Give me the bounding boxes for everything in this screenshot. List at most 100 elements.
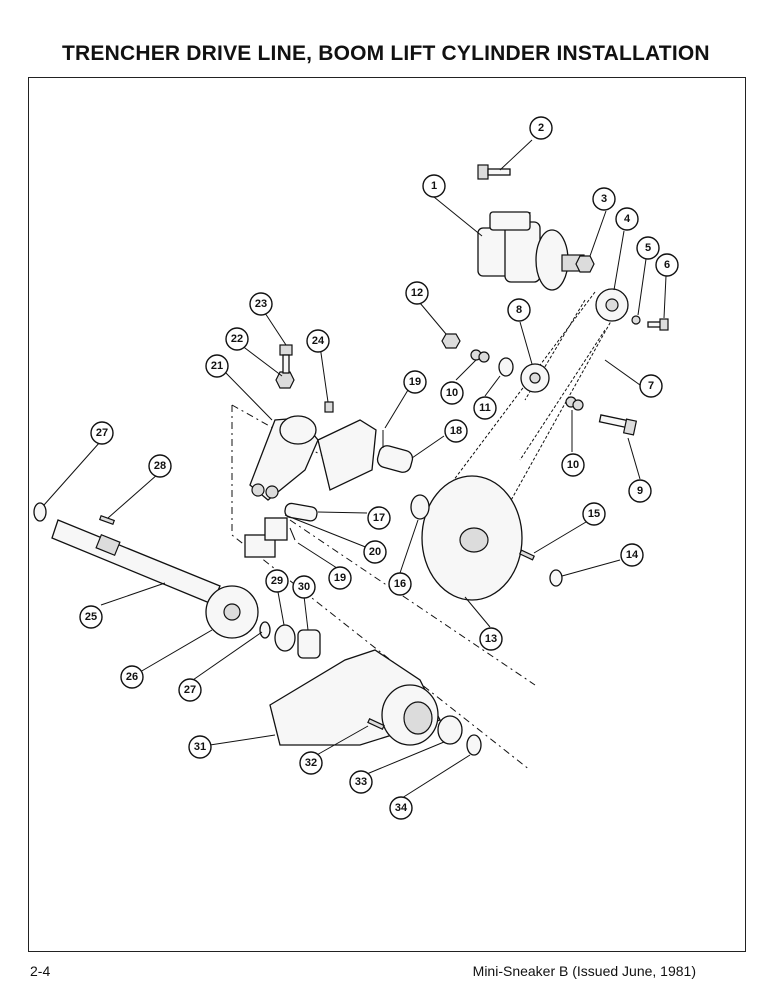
svg-text:14: 14 xyxy=(626,549,639,561)
callout-18: 18 xyxy=(444,419,468,443)
svg-text:10: 10 xyxy=(446,387,458,399)
seal-33 xyxy=(437,715,463,745)
callout-34: 34 xyxy=(389,796,413,820)
callout-17: 17 xyxy=(367,506,391,530)
washer-10d xyxy=(572,399,584,411)
svg-text:27: 27 xyxy=(184,684,196,696)
page-title: TRENCHER DRIVE LINE, BOOM LIFT CYLINDER … xyxy=(62,42,710,65)
callout-6: 6 xyxy=(655,253,679,277)
drive-sprocket-4 xyxy=(595,288,629,322)
boom-lift-arm-21 xyxy=(249,415,377,501)
callout-9: 9 xyxy=(628,479,652,503)
svg-text:24: 24 xyxy=(312,335,325,347)
drive-shaft-25 xyxy=(51,519,221,605)
nut-22 xyxy=(275,371,295,389)
svg-text:19: 19 xyxy=(334,572,346,584)
callout-26: 26 xyxy=(120,665,144,689)
callout-28: 28 xyxy=(148,454,172,478)
svg-text:2: 2 xyxy=(538,122,544,134)
snap-ring-14 xyxy=(549,569,563,587)
nut-12 xyxy=(441,333,461,349)
washer-5 xyxy=(631,315,641,325)
svg-text:28: 28 xyxy=(154,460,166,472)
bushing-16 xyxy=(410,494,430,520)
svg-text:4: 4 xyxy=(624,213,631,225)
svg-text:5: 5 xyxy=(645,242,651,254)
callout-4: 4 xyxy=(615,207,639,231)
svg-text:15: 15 xyxy=(588,508,600,520)
snap-ring-34 xyxy=(466,734,482,756)
callout-19-b: 19 xyxy=(328,566,352,590)
boom-housing-31 xyxy=(269,649,441,746)
callout-23: 23 xyxy=(249,292,273,316)
pin-17 xyxy=(284,502,318,522)
callout-27-a: 27 xyxy=(90,421,114,445)
needle-bearing-30 xyxy=(297,629,321,659)
callout-19-a: 19 xyxy=(403,370,427,394)
svg-text:9: 9 xyxy=(637,485,643,497)
svg-text:1: 1 xyxy=(431,180,437,192)
key-15 xyxy=(519,549,535,561)
bolt-23 xyxy=(279,344,293,374)
svg-text:8: 8 xyxy=(516,304,522,316)
svg-text:25: 25 xyxy=(85,611,97,623)
callout-29: 29 xyxy=(265,569,289,593)
bracket-20 xyxy=(244,517,288,558)
svg-text:16: 16 xyxy=(394,578,406,590)
callout-11: 11 xyxy=(473,396,497,420)
svg-text:3: 3 xyxy=(601,193,607,205)
svg-text:33: 33 xyxy=(355,776,367,788)
svg-text:7: 7 xyxy=(648,380,654,392)
svg-text:21: 21 xyxy=(211,360,223,372)
callout-24: 24 xyxy=(306,329,330,353)
bolt-6 xyxy=(647,318,669,331)
svg-text:23: 23 xyxy=(255,298,267,310)
nut-3 xyxy=(575,255,595,273)
grease-fitting-24 xyxy=(324,401,334,413)
publication-info: Mini-Sneaker B (Issued June, 1981) xyxy=(472,963,696,979)
svg-text:20: 20 xyxy=(369,546,381,558)
hydraulic-motor xyxy=(477,211,585,291)
svg-text:29: 29 xyxy=(271,575,283,587)
svg-text:19: 19 xyxy=(409,376,421,388)
svg-text:6: 6 xyxy=(664,259,670,271)
svg-text:32: 32 xyxy=(305,757,317,769)
svg-text:12: 12 xyxy=(411,287,423,299)
callout-12: 12 xyxy=(405,281,429,305)
callout-7: 7 xyxy=(639,374,663,398)
large-sprocket-13 xyxy=(421,475,523,601)
callout-21: 21 xyxy=(205,354,229,378)
sprocket-26 xyxy=(205,585,259,639)
callout-25: 25 xyxy=(79,605,103,629)
callout-27-b: 27 xyxy=(178,678,202,702)
callout-1: 1 xyxy=(422,174,446,198)
callout-14: 14 xyxy=(620,543,644,567)
callout-2: 2 xyxy=(529,116,553,140)
pin-18 xyxy=(376,445,414,473)
callout-3: 3 xyxy=(592,187,616,211)
idler-sprocket-8 xyxy=(520,363,550,393)
cotter-pin-19b xyxy=(289,527,296,541)
svg-text:17: 17 xyxy=(373,512,385,524)
leader-lines xyxy=(43,139,667,799)
callout-13: 13 xyxy=(479,627,503,651)
bolt-9 xyxy=(598,414,638,436)
page-number: 2-4 xyxy=(30,963,51,979)
callout-20: 20 xyxy=(363,540,387,564)
svg-text:27: 27 xyxy=(96,427,108,439)
key-28 xyxy=(98,514,116,526)
snap-ring-27b xyxy=(259,621,271,639)
callout-33: 33 xyxy=(349,770,373,794)
svg-text:18: 18 xyxy=(450,425,462,437)
svg-text:10: 10 xyxy=(567,459,579,471)
callout-8: 8 xyxy=(507,298,531,322)
callout-22: 22 xyxy=(225,327,249,351)
key-32 xyxy=(367,718,385,730)
svg-text:13: 13 xyxy=(485,633,497,645)
callout-10-b: 10 xyxy=(561,453,585,477)
svg-text:11: 11 xyxy=(479,402,491,414)
callout-31: 31 xyxy=(188,735,212,759)
spacer-11 xyxy=(498,357,514,377)
diagram-frame xyxy=(28,77,746,952)
